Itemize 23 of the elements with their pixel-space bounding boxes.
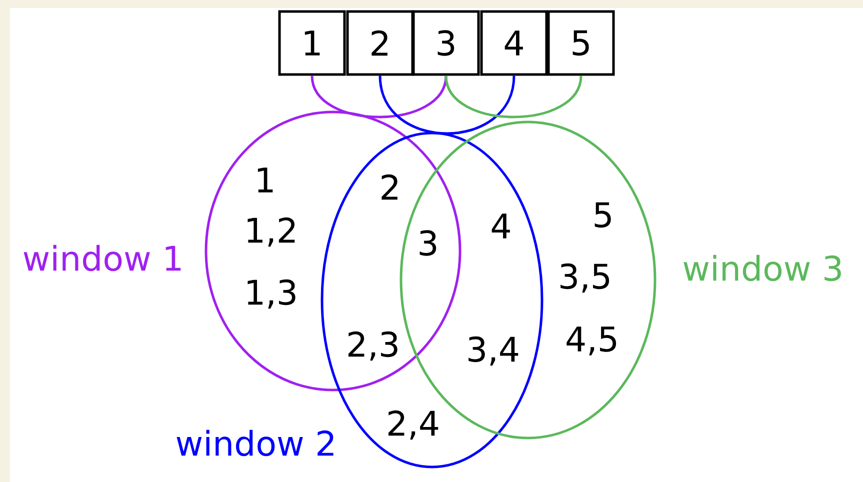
arc-connector <box>444 75 582 118</box>
subset-label: 4,5 <box>566 326 616 356</box>
subset-label: 1 <box>258 168 273 192</box>
subset-label: 3 <box>420 230 436 256</box>
number-box: 3 <box>412 10 480 76</box>
set-label: window 3 <box>684 254 841 282</box>
set-label: window 2 <box>176 430 334 456</box>
number-box: 2 <box>346 10 414 76</box>
number-box: 4 <box>480 10 548 76</box>
arc-connector <box>310 75 448 118</box>
subset-label: 2,3 <box>348 331 398 361</box>
subset-label: 1,2 <box>248 217 295 247</box>
set-label: window 1 <box>24 244 181 272</box>
subset-label: 1,3 <box>248 279 296 309</box>
subset-label: 2 <box>382 174 398 200</box>
number-box: 1 <box>278 10 346 76</box>
subset-label: 4 <box>492 214 510 238</box>
subset-label: 3,5 <box>560 263 610 293</box>
subset-label: 5 <box>594 202 611 228</box>
subset-label: 2,4 <box>388 410 438 440</box>
subset-label: 3,4 <box>468 336 518 366</box>
arc-connector <box>378 76 516 135</box>
number-box: 5 <box>547 10 615 76</box>
